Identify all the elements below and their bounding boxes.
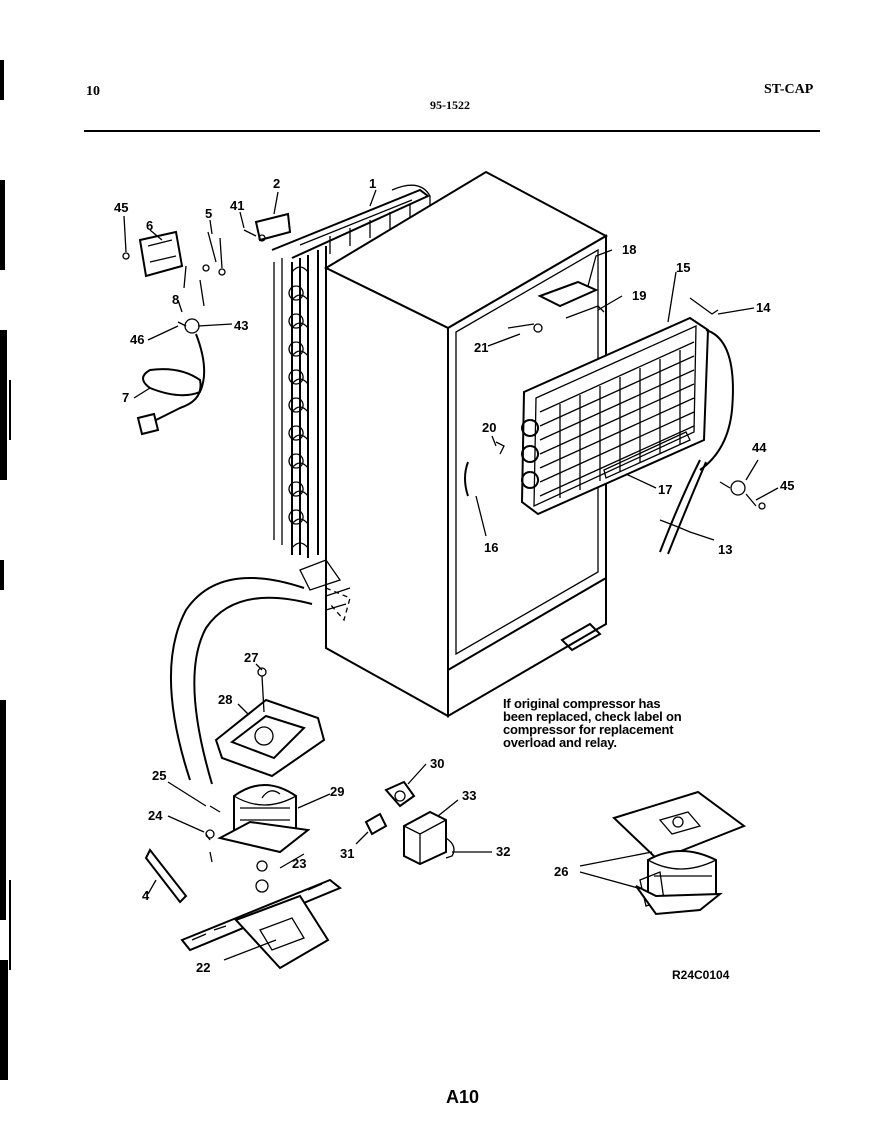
callout-18: 18: [622, 242, 636, 257]
callout-29: 29: [330, 784, 344, 799]
callout-13: 13: [718, 542, 732, 557]
callout-45: 45: [114, 200, 128, 215]
callout-21: 21: [474, 340, 488, 355]
compressor-note: If original compressor has been replaced…: [503, 696, 682, 750]
scan-edge: [0, 0, 14, 1120]
note-line-4: overload and relay.: [503, 735, 617, 750]
callout-1: 1: [369, 176, 376, 191]
note-line-1: If original compressor has: [503, 696, 661, 711]
callout-33: 33: [462, 788, 476, 803]
callout-16: 16: [484, 540, 498, 555]
page-number: 10: [86, 84, 100, 99]
header-rule: [84, 130, 820, 132]
callout-labels: 1 2 4 5 6 7 8 13 14 15 16 17 18 19 20 21…: [114, 176, 794, 975]
callout-32: 32: [496, 844, 510, 859]
callout-25: 25: [152, 768, 166, 783]
note-line-3: compressor for replacement: [503, 722, 674, 737]
callout-24: 24: [148, 808, 163, 823]
leader-lines: [123, 189, 779, 961]
callout-46: 46: [130, 332, 144, 347]
reference-code: R24C0104: [672, 968, 730, 982]
power-cord-parts: [122, 212, 292, 436]
callout-23: 23: [292, 856, 306, 871]
callout-4: 4: [142, 888, 150, 903]
callout-6: 6: [146, 218, 153, 233]
callout-5: 5: [205, 206, 212, 221]
callout-27: 27: [244, 650, 258, 665]
compressor-assembly: [144, 667, 342, 970]
callout-17: 17: [658, 482, 672, 497]
model-code: ST-CAP: [764, 82, 814, 97]
refrigerator-cabinet: [299, 170, 609, 718]
callout-31: 31: [340, 846, 354, 861]
callout-45-right: 45: [780, 478, 794, 493]
small-parts: [464, 280, 766, 510]
callout-15: 15: [676, 260, 690, 275]
note-line-2: been replaced, check label on: [503, 709, 682, 724]
alternate-compressor: [612, 790, 747, 916]
callout-19: 19: [632, 288, 646, 303]
callout-26: 26: [554, 864, 568, 879]
callout-2: 2: [273, 176, 280, 191]
callout-20: 20: [482, 420, 496, 435]
evaporator: [520, 297, 734, 555]
footer-page-number: A10: [446, 1087, 480, 1107]
callout-7: 7: [122, 390, 129, 405]
callout-43: 43: [234, 318, 248, 333]
callout-22: 22: [196, 960, 210, 975]
callout-8: 8: [172, 292, 179, 307]
relay-overload: [364, 780, 455, 866]
callout-44: 44: [752, 440, 767, 455]
callout-14: 14: [756, 300, 771, 315]
callout-30: 30: [430, 756, 444, 771]
document-code: 95-1522: [430, 98, 470, 112]
callout-28: 28: [218, 692, 232, 707]
callout-41: 41: [230, 198, 244, 213]
